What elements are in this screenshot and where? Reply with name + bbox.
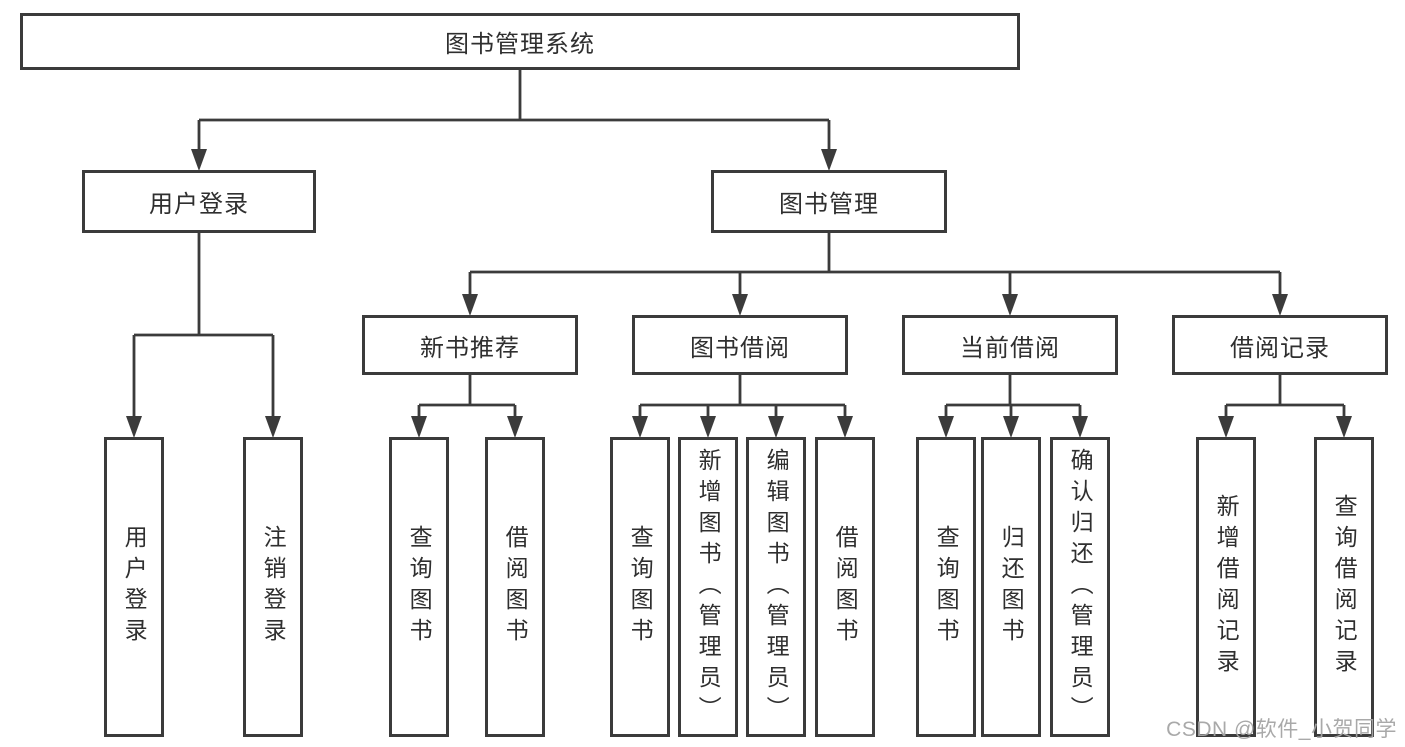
leaf-query-books-borrow-label: 查询图书 xyxy=(627,525,654,649)
leaf-query-borrow-record-label: 查询借阅记录 xyxy=(1331,494,1358,680)
leaf-add-book-admin: 新增图书（管理员） xyxy=(678,437,738,737)
leaf-user-login: 用户登录 xyxy=(104,437,164,737)
leaf-add-borrow-record-label: 新增借阅记录 xyxy=(1213,494,1240,680)
node-user-login-label: 用户登录 xyxy=(149,191,249,218)
leaf-borrow-books-borrow: 借阅图书 xyxy=(815,437,875,737)
leaf-query-books-borrow: 查询图书 xyxy=(610,437,670,737)
leaf-return-book-label: 归还图书 xyxy=(998,525,1025,649)
leaf-borrow-books-recommend-label: 借阅图书 xyxy=(502,525,529,649)
node-root-library-system: 图书管理系统 xyxy=(20,13,1020,70)
leaf-borrow-books-borrow-label: 借阅图书 xyxy=(832,525,859,649)
leaf-user-login-label: 用户登录 xyxy=(121,525,148,649)
leaf-return-book: 归还图书 xyxy=(981,437,1041,737)
leaf-confirm-return-admin-label: 确认归还（管理员） xyxy=(1067,447,1094,727)
leaf-add-book-admin-label: 新增图书（管理员） xyxy=(695,447,722,727)
leaf-logout: 注销登录 xyxy=(243,437,303,737)
leaf-query-borrow-record: 查询借阅记录 xyxy=(1314,437,1374,737)
leaf-query-books-recommend-label: 查询图书 xyxy=(406,525,433,649)
leaf-edit-book-admin-label: 编辑图书（管理员） xyxy=(763,447,790,727)
leaf-query-books-current-label: 查询图书 xyxy=(933,525,960,649)
leaf-edit-book-admin: 编辑图书（管理员） xyxy=(746,437,806,737)
node-new-book-recommend-label: 新书推荐 xyxy=(420,334,520,362)
node-borrow-records-label: 借阅记录 xyxy=(1230,334,1330,362)
node-current-borrow-label: 当前借阅 xyxy=(960,334,1060,362)
node-borrow-records: 借阅记录 xyxy=(1172,315,1388,375)
leaf-logout-label: 注销登录 xyxy=(260,525,287,649)
node-root-label: 图书管理系统 xyxy=(445,31,595,58)
leaf-query-books-current: 查询图书 xyxy=(916,437,976,737)
leaf-borrow-books-recommend: 借阅图书 xyxy=(485,437,545,737)
leaf-query-books-recommend: 查询图书 xyxy=(389,437,449,737)
node-current-borrow: 当前借阅 xyxy=(902,315,1118,375)
csdn-watermark: CSDN @软件_小贺同学 xyxy=(1166,718,1397,741)
node-book-borrow-label: 图书借阅 xyxy=(690,334,790,362)
node-book-borrow: 图书借阅 xyxy=(632,315,848,375)
arrowheads xyxy=(126,149,1352,438)
leaf-confirm-return-admin: 确认归还（管理员） xyxy=(1050,437,1110,737)
node-book-management: 图书管理 xyxy=(711,170,947,233)
node-new-book-recommend: 新书推荐 xyxy=(362,315,578,375)
node-book-management-label: 图书管理 xyxy=(779,191,879,218)
leaf-add-borrow-record: 新增借阅记录 xyxy=(1196,437,1256,737)
node-user-login: 用户登录 xyxy=(82,170,316,233)
